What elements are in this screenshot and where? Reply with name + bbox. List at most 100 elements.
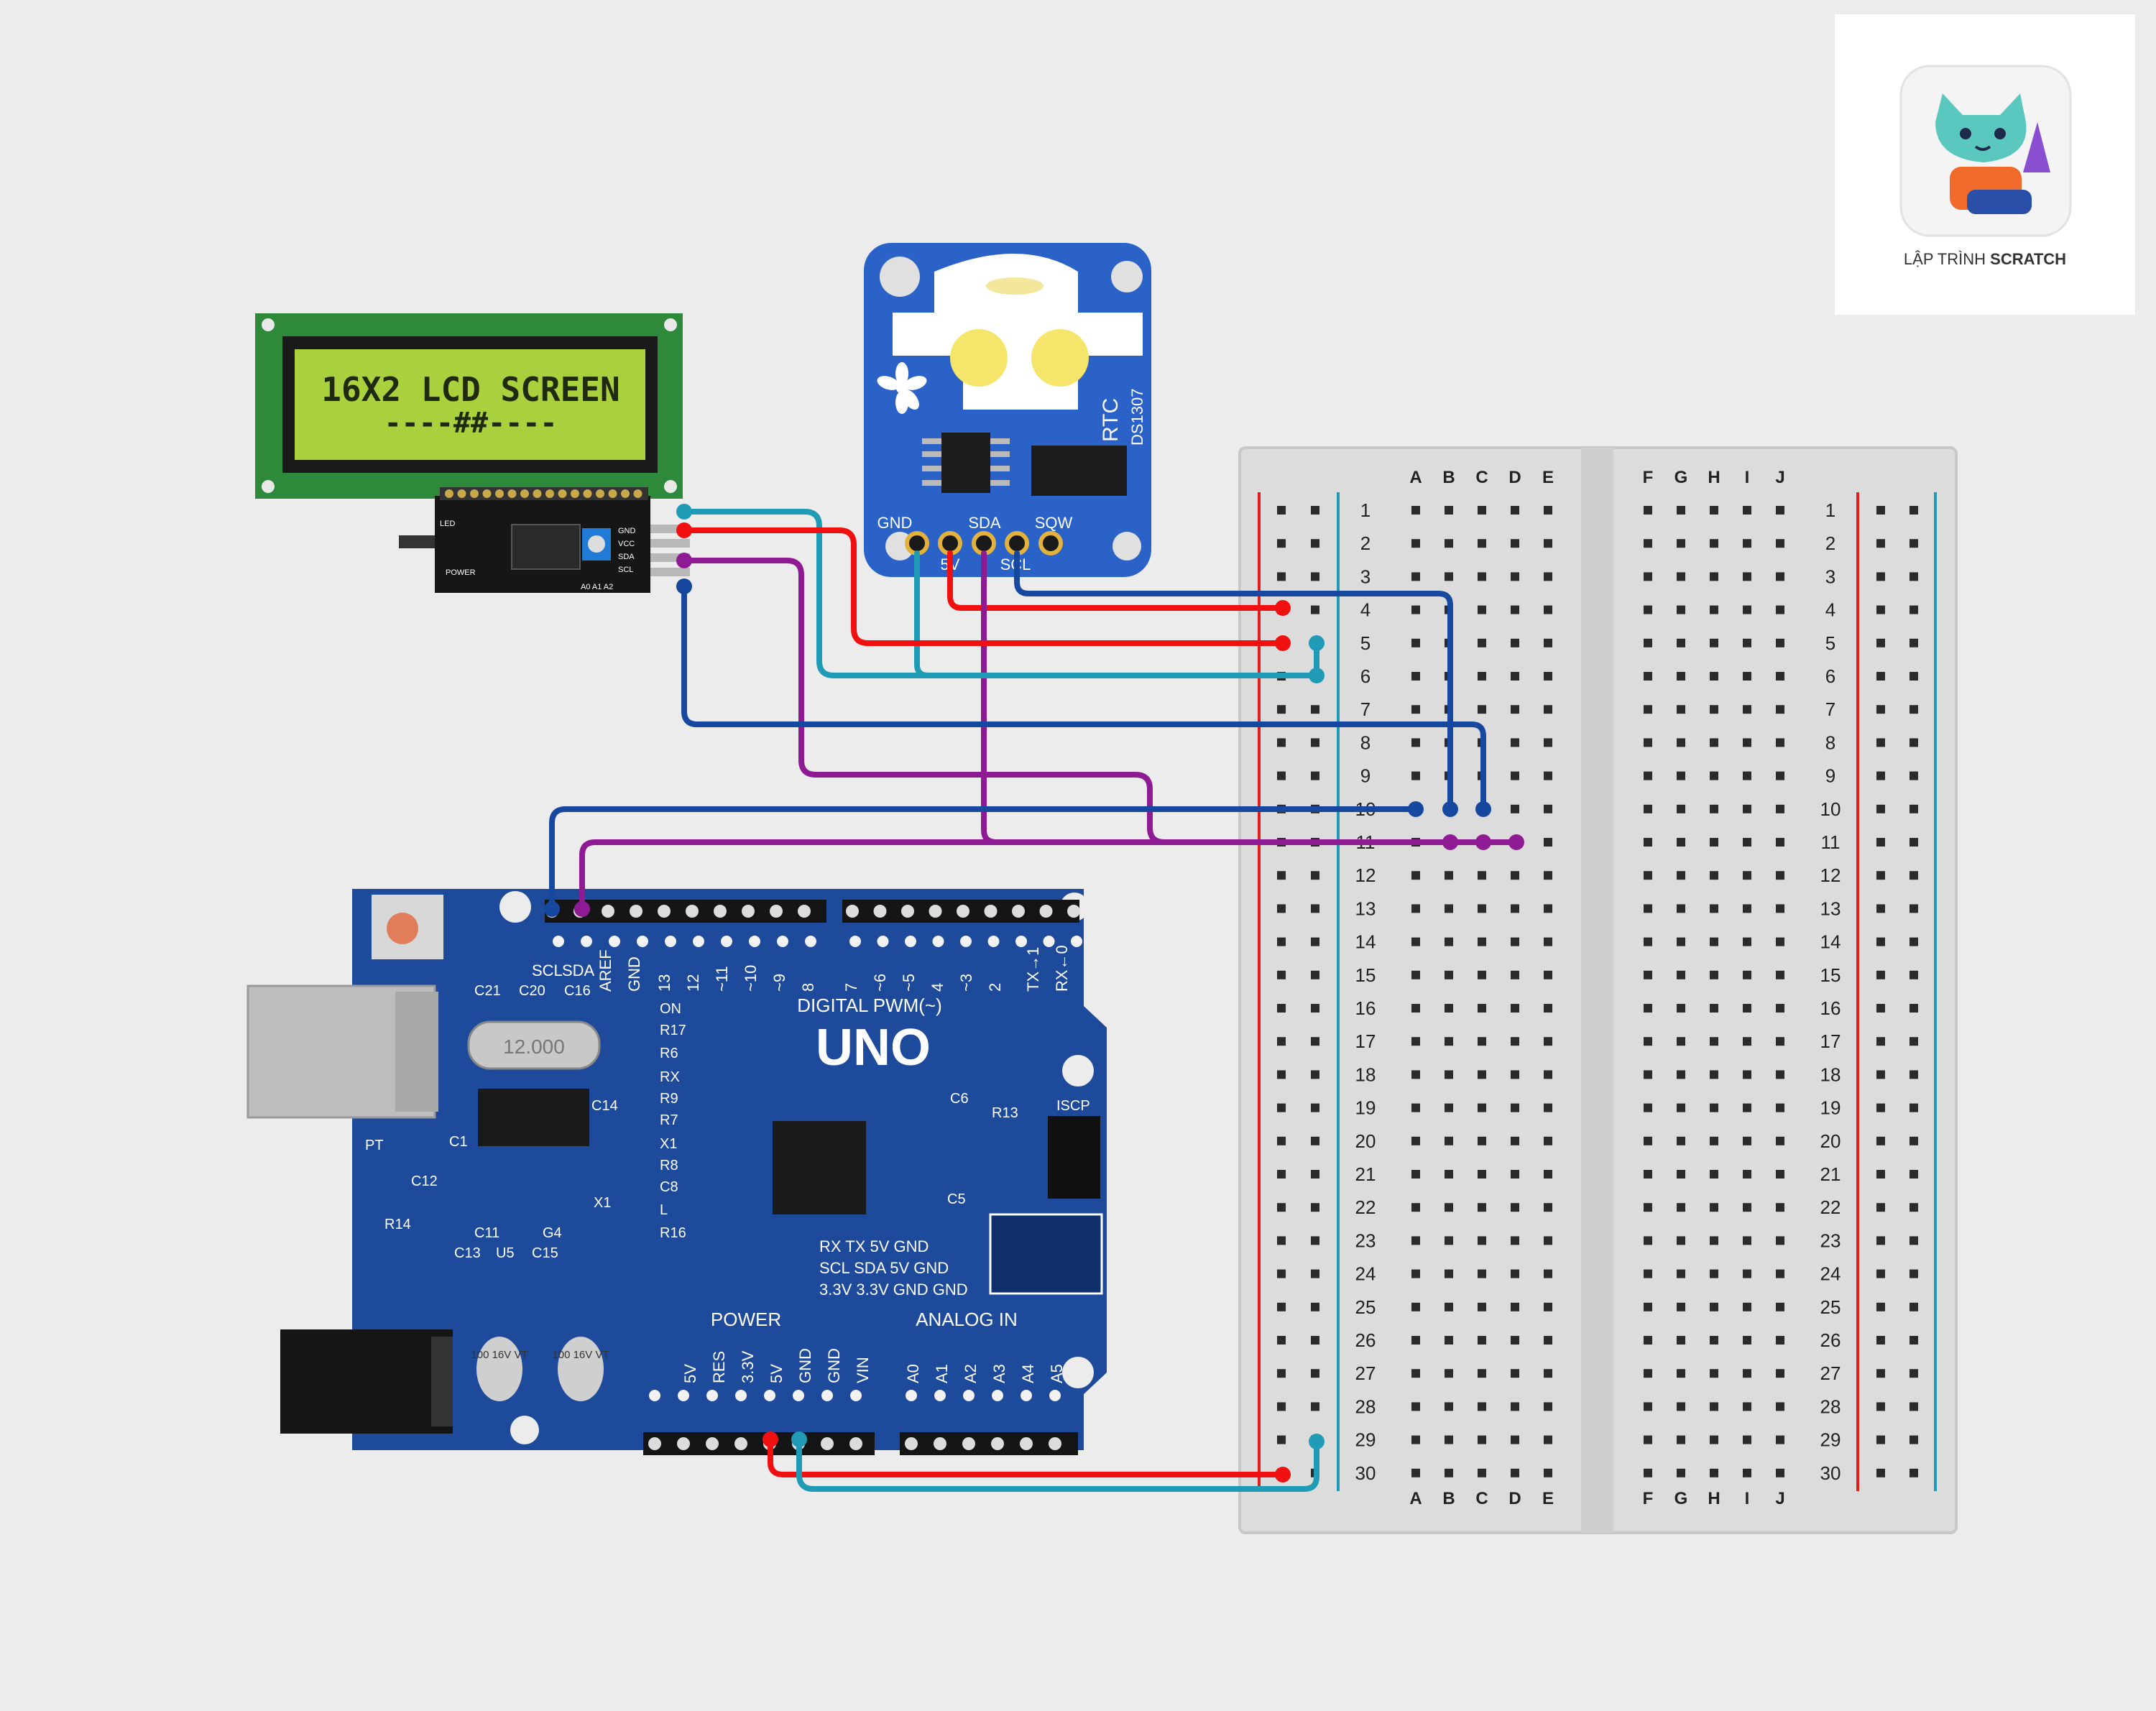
row-label-right: 4 — [1825, 599, 1835, 621]
pin-pad — [609, 936, 620, 947]
wire-endpoint — [1475, 801, 1491, 817]
breadboard-hole — [1511, 1004, 1519, 1013]
breadboard-hole — [1776, 871, 1784, 880]
breadboard-hole — [1511, 738, 1519, 747]
breadboard-hole — [1909, 1170, 1918, 1179]
row-label-right: 27 — [1820, 1362, 1841, 1384]
breadboard-hole — [1478, 1302, 1486, 1311]
header-hole — [734, 1437, 747, 1450]
breadboard-hole — [1445, 1037, 1453, 1046]
breadboard-hole — [1776, 1170, 1784, 1179]
pin-label: AREF — [596, 949, 614, 992]
breadboard-hole — [1478, 937, 1486, 946]
component-label: R13 — [992, 1105, 1018, 1121]
breadboard-hole — [1909, 1369, 1918, 1378]
breadboard-hole — [1511, 1136, 1519, 1145]
lcd-header-pin — [457, 489, 466, 498]
wire-endpoint — [1275, 1467, 1291, 1482]
header-hole — [658, 905, 671, 918]
wire-lcd-vcc — [681, 527, 1286, 646]
breadboard-hole — [1411, 506, 1420, 515]
breadboard-hole — [1511, 970, 1519, 979]
wire-endpoint — [791, 1431, 807, 1447]
breadboard-hole — [1909, 838, 1918, 847]
breadboard-hole — [1478, 539, 1486, 548]
breadboard-hole — [1710, 970, 1718, 979]
wire-endpoint — [763, 1431, 778, 1447]
component-label: C20 — [519, 983, 545, 999]
row-label-left: 1 — [1360, 499, 1370, 521]
wire-arduino-sda — [579, 839, 1419, 912]
breadboard-hole — [1411, 1236, 1420, 1245]
pin-label: A1 — [933, 1364, 951, 1383]
column-label: A — [1409, 468, 1422, 487]
breadboard-hole — [1876, 804, 1885, 813]
row-label-left: 14 — [1355, 931, 1376, 953]
breadboard-hole — [1776, 1037, 1784, 1046]
lcd-header-pin — [520, 489, 529, 498]
breadboard-hole — [1876, 506, 1885, 515]
breadboard-hole — [1445, 1170, 1453, 1179]
pin-label: A4 — [1019, 1364, 1037, 1383]
header-hole — [873, 905, 887, 918]
breadboard-hole — [1909, 1136, 1918, 1145]
row-label-right: 9 — [1825, 765, 1835, 787]
breadboard-hole — [1445, 1236, 1453, 1245]
breadboard-hole — [1710, 1369, 1718, 1378]
breadboard-hole — [1411, 1070, 1420, 1079]
breadboard-hole — [1710, 871, 1718, 880]
breadboard-hole — [1277, 1136, 1286, 1145]
breadboard-hole — [1909, 804, 1918, 813]
component-label: R9 — [660, 1091, 678, 1107]
cap-label-1: 100 16V VT — [471, 1349, 528, 1361]
lcd-header-pin — [571, 489, 579, 498]
column-label: B — [1442, 468, 1455, 487]
digital-pwm-label: DIGITAL PWM(~) — [797, 995, 942, 1016]
pin-pad — [850, 1390, 862, 1401]
lcd-header-pin — [621, 489, 630, 498]
breadboard-hole — [1677, 1468, 1685, 1477]
breadboard-hole — [1743, 1136, 1751, 1145]
breadboard-hole — [1743, 506, 1751, 515]
pin-pad — [905, 936, 916, 947]
breadboard-hole — [1644, 572, 1652, 581]
breadboard-hole — [1511, 1435, 1519, 1444]
breadboard-hole — [1411, 937, 1420, 946]
breadboard-hole — [1677, 1435, 1685, 1444]
breadboard-hole — [1311, 738, 1319, 747]
breadboard-hole — [1544, 1136, 1552, 1145]
breadboard-hole — [1743, 838, 1751, 847]
breadboard-hole — [1710, 1070, 1718, 1079]
breadboard-hole — [1544, 871, 1552, 880]
row-label-right: 15 — [1820, 964, 1841, 986]
pin-pad — [987, 936, 1000, 947]
header-hole — [742, 905, 755, 918]
wire-endpoint — [1442, 834, 1458, 850]
pin-label: 2 — [986, 983, 1004, 992]
pin-label: GND — [825, 1348, 843, 1383]
breadboard-hole — [1445, 1004, 1453, 1013]
breadboard-hole — [1411, 1402, 1420, 1411]
breadboard-hole — [1644, 672, 1652, 681]
breadboard-hole — [1710, 1037, 1718, 1046]
wire-endpoint — [676, 553, 692, 568]
breadboard-hole — [1311, 1369, 1319, 1378]
breadboard-hole — [1311, 605, 1319, 614]
breadboard-hole — [1511, 539, 1519, 548]
row-label-left: 25 — [1355, 1296, 1376, 1318]
row-label-right: 14 — [1820, 931, 1841, 953]
breadboard-hole — [1776, 838, 1784, 847]
breadboard-hole — [1511, 1103, 1519, 1112]
breadboard-hole — [1411, 1170, 1420, 1179]
wire-endpoint — [1309, 635, 1325, 651]
pin-label: A3 — [990, 1364, 1008, 1383]
breadboard-hole — [1677, 771, 1685, 780]
row-label-left: 15 — [1355, 964, 1376, 986]
component-label: R16 — [660, 1225, 686, 1241]
header-hole — [1049, 1437, 1061, 1450]
breadboard-hole — [1644, 1402, 1652, 1411]
header-hole — [934, 1437, 946, 1450]
column-label: H — [1708, 1489, 1720, 1508]
breadboard-hole — [1876, 1269, 1885, 1278]
breadboard-hole — [1876, 904, 1885, 913]
